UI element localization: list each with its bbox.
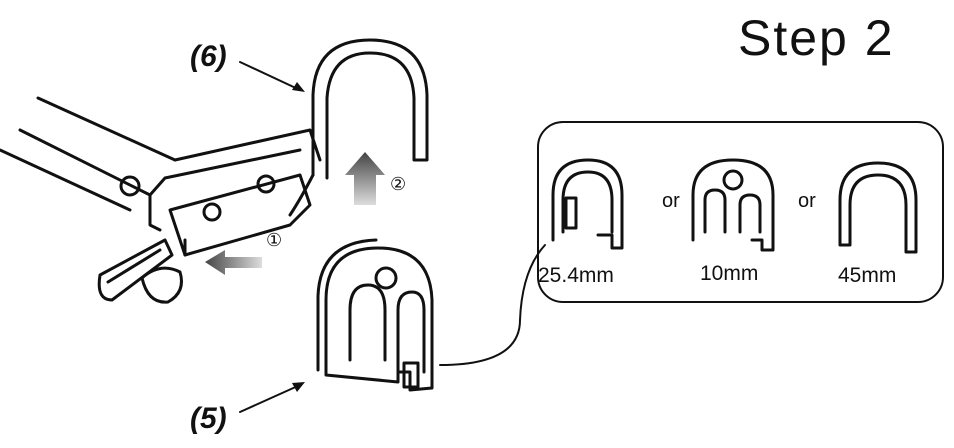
step-title: Step 2 [738, 10, 895, 66]
screw-hole-icon [202, 202, 222, 222]
step-2-marker: ② [390, 174, 406, 194]
screw-hole-icon [256, 174, 276, 194]
rail-hole-icon [119, 175, 141, 197]
adapter-25mm-icon [551, 158, 624, 250]
connector-line [439, 244, 546, 366]
callout-6-arrow [239, 61, 305, 92]
adapter-clip-drawing [316, 238, 434, 392]
option-25mm-label: 25.4mm [538, 264, 614, 287]
option-10mm-label: 10mm [700, 262, 758, 285]
callout-5-label: (5) [190, 402, 227, 435]
option-45mm-label: 45mm [838, 264, 896, 287]
callout-6-label: (6) [190, 40, 227, 73]
hook-45mm-icon [838, 161, 918, 254]
rail-bracket-drawing [0, 96, 322, 304]
callout-5-arrow [239, 382, 305, 413]
step-1-marker: ① [266, 230, 282, 250]
separator-or-1: or [662, 190, 680, 212]
direction-arrow-left-icon [205, 250, 262, 275]
adapter-10mm-icon [691, 158, 775, 252]
separator-or-2: or [798, 190, 816, 212]
options-panel [537, 121, 944, 303]
knob-icon [140, 266, 183, 304]
direction-arrow-up-icon [345, 152, 385, 205]
hook-clip-drawing [311, 38, 429, 180]
